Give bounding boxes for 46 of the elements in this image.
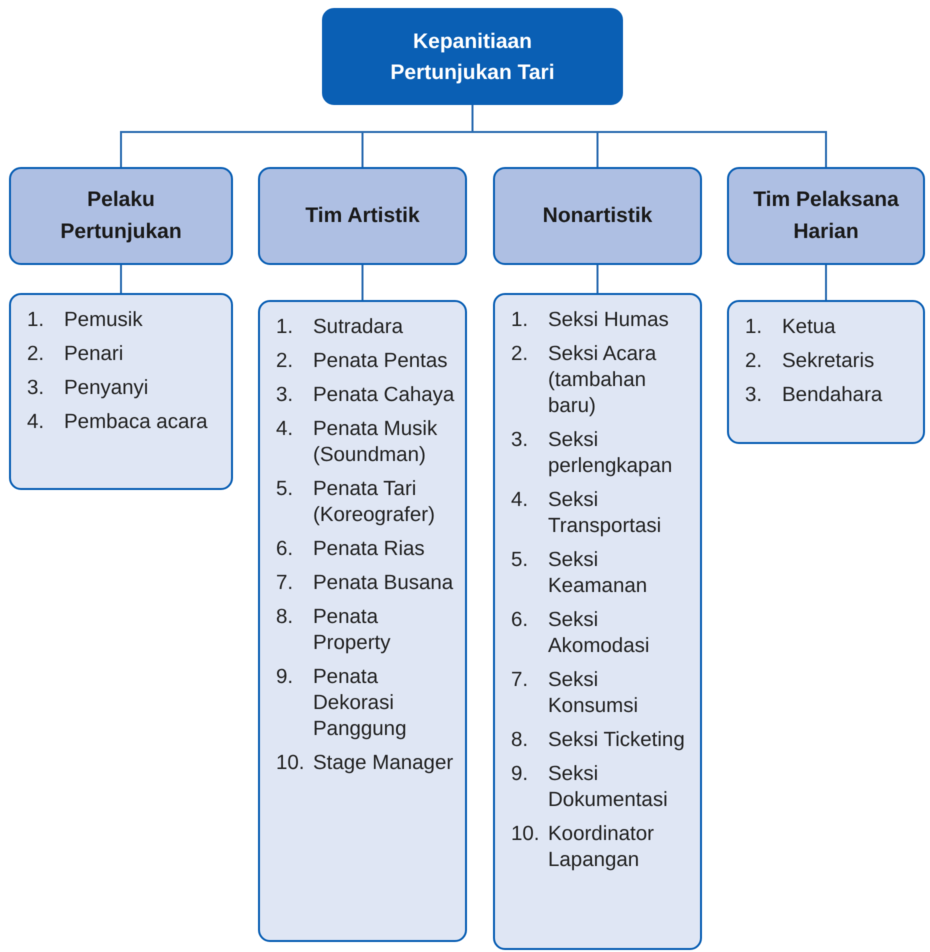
list-item: 1. Ketua xyxy=(745,314,837,340)
title-box xyxy=(322,8,623,105)
list-item: 10. Stage Manager xyxy=(276,750,454,776)
list-item: 3. Penyanyi xyxy=(27,375,150,401)
header-text: Pelaku Pertunjukan xyxy=(59,187,183,245)
list-item: 3. Seksi perlengkapan xyxy=(511,427,674,479)
member-list-box xyxy=(727,300,925,444)
list-item: 1. Sutradara xyxy=(276,314,404,340)
list-item: 7. Seksi Konsumsi xyxy=(511,667,640,719)
list-item: 9. Seksi Dokumentasi xyxy=(511,761,669,813)
group-header-box xyxy=(9,167,233,265)
header-text: Tim Pelaksana Harian xyxy=(752,187,900,245)
list-item: 2. Penari xyxy=(27,341,124,367)
title-text: Kepanitiaan Pertunjukan Tari xyxy=(389,28,556,86)
list-item: 3. Penata Cahaya xyxy=(276,382,455,408)
list-item: 7. Penata Busana xyxy=(276,570,454,596)
list-item: 8. Seksi Ticketing xyxy=(511,727,686,753)
header-text: Tim Artistik xyxy=(305,203,420,229)
list-item: 1. Seksi Humas xyxy=(511,307,670,333)
list-item: 5. Penata Tari (Koreografer) xyxy=(276,476,436,528)
header-text: Nonartistik xyxy=(542,203,652,229)
member-list-box xyxy=(258,300,467,942)
connector-line xyxy=(472,105,827,167)
connector-line xyxy=(596,265,598,293)
list-item: 5. Seksi Keamanan xyxy=(511,547,648,599)
group-header-box xyxy=(493,167,702,265)
group-header-box xyxy=(727,167,925,265)
list-item: 10. Koordinator Lapangan xyxy=(511,821,655,873)
member-list-box xyxy=(9,293,233,490)
member-list-box xyxy=(493,293,702,950)
list-item: 3. Bendahara xyxy=(745,382,884,408)
list-item: 4. Seksi Transportasi xyxy=(511,487,662,539)
connector-line xyxy=(825,265,827,300)
list-item: 8. Penata Property xyxy=(276,604,392,656)
list-item: 4. Pembaca acara xyxy=(27,409,209,435)
list-item: 1. Pemusik xyxy=(27,307,144,333)
list-item: 4. Penata Musik (Soundman) xyxy=(276,416,438,468)
list-item: 2. Penata Pentas xyxy=(276,348,448,374)
list-item: 9. Penata Dekorasi Panggung xyxy=(276,664,408,742)
list-item: 2. Seksi Acara (tambahan baru) xyxy=(511,341,658,419)
list-item: 6. Penata Rias xyxy=(276,536,426,562)
list-item: 6. Seksi Akomodasi xyxy=(511,607,650,659)
list-item: 2. Sekretaris xyxy=(745,348,876,374)
connector-line xyxy=(120,265,122,293)
connector-line xyxy=(362,265,364,300)
group-header-box xyxy=(258,167,467,265)
